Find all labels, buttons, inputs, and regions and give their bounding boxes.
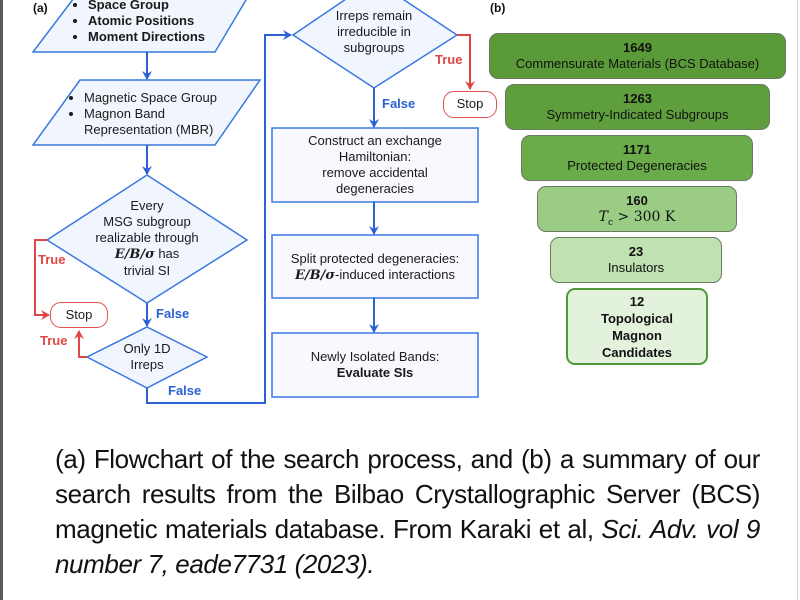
funnel-stage-commensurate: 1649 Commensurate Materials (BCS Databas…: [489, 33, 786, 79]
process2-line: E/B/σ-induced interactions: [272, 267, 478, 284]
false-label: False: [156, 306, 190, 321]
funnel-stage-symmetry-indicated: 1263 Symmetry-Indicated Subgroups: [505, 84, 770, 130]
process1-line: Construct an exchange: [308, 133, 442, 148]
funnel-stage-tc: 160 Tc > 300 K: [537, 186, 737, 232]
decision3-line: irreducible in: [337, 24, 411, 39]
decision1-line: realizable through: [95, 230, 199, 245]
input1-item: Space Group: [88, 0, 205, 13]
decision2-text: Only 1D Irreps: [107, 341, 187, 373]
figure-caption: (a) Flowchart of the search process, and…: [55, 442, 760, 582]
decision1-suffix: has: [154, 246, 180, 261]
input2-text: Magnetic Space Group Magnon Band Represe…: [70, 90, 240, 138]
decision2-line: Irreps: [130, 357, 164, 372]
funnel-label: Insulators: [607, 260, 665, 275]
decision1-line: E/B/σ has: [67, 246, 227, 263]
input1-text: Space Group Atomic Positions Moment Dire…: [74, 0, 205, 45]
funnel-stage-protected-degeneracies: 1171 Protected Degeneracies: [521, 135, 753, 181]
panel-a-label: (a): [33, 1, 48, 15]
funnel-label: Topological Magnon Candidates: [601, 311, 673, 360]
false-label: False: [168, 383, 202, 398]
input-parallelogram-2: [31, 79, 262, 146]
decision3-line: Irreps remain: [335, 8, 413, 23]
caption-text: (a) Flowchart of the search process, and…: [55, 444, 760, 544]
right-border: [797, 0, 798, 600]
caption-citation: Sci. Adv. vol 9 number 7, eade7731 (2023…: [55, 514, 760, 579]
process2-line: Split protected degeneracies:: [290, 251, 460, 266]
funnel-label: Symmetry-Indicated Subgroups: [546, 107, 729, 122]
funnel-count: 160: [626, 193, 648, 208]
arrow-decision1-true: [34, 239, 50, 320]
true-label: True: [38, 252, 66, 267]
process3-text: Newly Isolated Bands: Evaluate SIs: [272, 349, 478, 381]
decision3-text: Irreps remain irreducible in subgroups: [319, 8, 429, 56]
funnel-stage-topological-candidates: 12 Topological Magnon Candidates: [566, 288, 708, 365]
process2-text: Split protected degeneracies: E/B/σ-indu…: [272, 251, 478, 284]
decision2-line: Only 1D: [123, 341, 171, 356]
process2-suffix: -induced interactions: [335, 267, 455, 282]
arrow-decision2-true: [74, 330, 87, 358]
true-label: True: [40, 333, 68, 348]
stop-terminal-2: Stop: [443, 91, 497, 118]
funnel-label: Commensurate Materials (BCS Database): [515, 56, 760, 71]
process3-line: Evaluate SIs: [336, 365, 414, 380]
input-parallelogram-1: [31, 0, 247, 53]
false-label: False: [382, 96, 416, 111]
decision1-line: trivial SI: [123, 263, 171, 278]
true-label: True: [435, 52, 463, 67]
process-box-2: [271, 234, 479, 299]
decision1-text: Every MSG subgroup realizable through E/…: [67, 198, 227, 279]
decision3-line: subgroups: [343, 40, 405, 55]
process1-line: remove accidental: [322, 165, 428, 180]
process1-line: degeneracies: [335, 181, 415, 196]
flowchart-svg: [31, 0, 479, 404]
decision1-line: MSG subgroup: [103, 214, 191, 229]
funnel-label: Tc > 300 K: [598, 209, 676, 228]
funnel-count: 1263: [623, 91, 652, 106]
process-box-1: [271, 127, 479, 203]
process-box-3: [271, 332, 479, 398]
panel-b-label: (b): [490, 1, 506, 15]
funnel-count: 1171: [622, 142, 652, 157]
input1-item: Atomic Positions: [88, 13, 205, 29]
decision1-line: Every: [130, 198, 164, 213]
funnel-count: 1649: [623, 40, 652, 55]
funnel-count: 12: [629, 294, 645, 309]
ebsigma-math: E/B/σ: [295, 268, 335, 283]
left-border: [0, 0, 3, 600]
process3-line: Newly Isolated Bands:: [310, 349, 440, 364]
ebsigma-math: E/B/σ: [114, 247, 155, 262]
funnel-count: 23: [628, 244, 644, 259]
funnel-label: Protected Degeneracies: [567, 158, 707, 173]
input1-item: Moment Directions: [88, 29, 205, 45]
process1-text: Construct an exchange Hamiltonian: remov…: [272, 133, 478, 197]
funnel-stage-insulators: 23 Insulators: [550, 237, 722, 283]
stop-terminal-1: Stop: [50, 302, 108, 328]
input2-item: Magnetic Space Group: [84, 90, 240, 106]
process1-line: Hamiltonian:: [338, 149, 412, 164]
input2-item: Magnon Band Representation (MBR): [84, 106, 240, 138]
arrow-decision2-false: [146, 30, 292, 404]
arrow-decision3-true: [457, 34, 475, 90]
